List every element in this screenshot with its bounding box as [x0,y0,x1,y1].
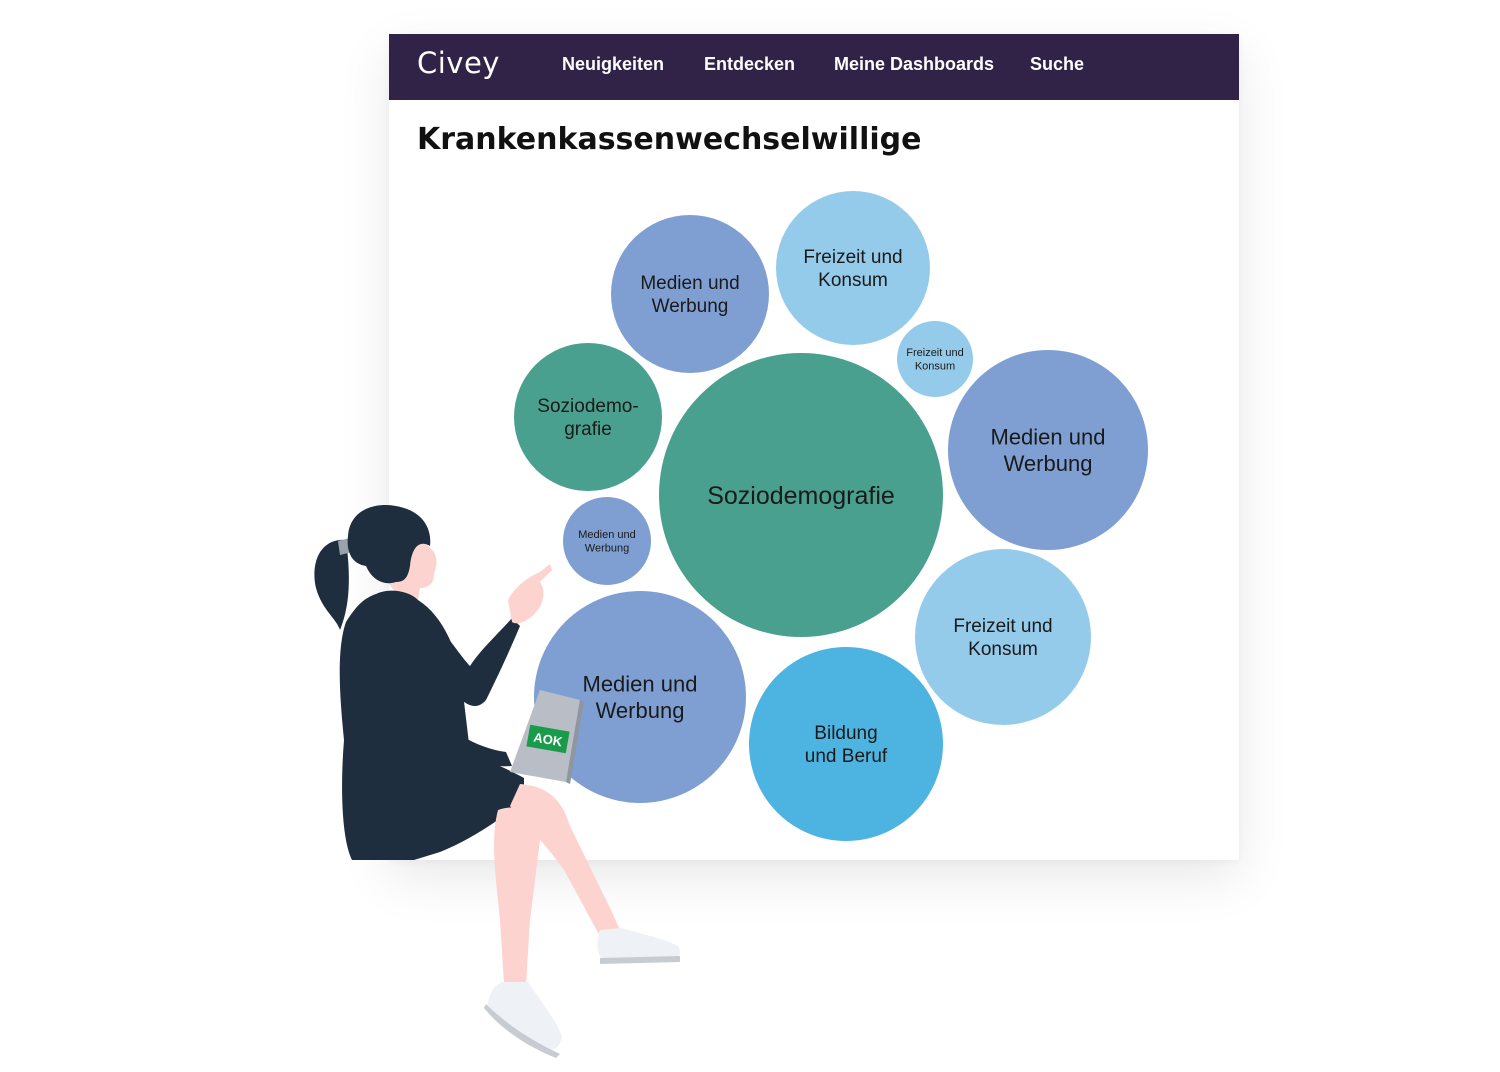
page-title: Krankenkassenwechselwillige [417,122,922,157]
bubble-label: Soziodemografie [707,482,895,510]
shoe-left-sole [484,1004,560,1058]
nav-link-meine-dashboards[interactable]: Meine Dashboards [834,54,995,74]
ponytail-shape [314,539,349,630]
shoe-right-sole [600,956,680,964]
bubble-circle[interactable] [659,353,943,637]
shoe-right-shape [597,928,681,962]
bubble-circle[interactable] [563,497,651,585]
bubble-circle[interactable] [776,191,930,345]
nav-link-entdecken[interactable]: Entdecken [704,54,796,74]
bubble-circle[interactable] [534,591,746,803]
top-navbar: Civey Neuigkeiten Entdecken Meine Dashbo… [389,34,1239,100]
bubble-circle[interactable] [514,343,662,491]
shoe-left-shape [488,982,562,1051]
bubble-label: Soziodemo-grafie [537,396,638,440]
nav-link-suche[interactable]: Suche [1030,54,1085,74]
nav-link-neuigkeiten[interactable]: Neuigkeiten [562,54,665,74]
bubble-circle[interactable] [948,350,1148,550]
bubble-circle[interactable] [915,549,1091,725]
bubble-circle[interactable] [897,321,973,397]
civey-logo[interactable]: Civey [417,46,500,80]
bubble-soziodemografie-0[interactable]: Soziodemografie [659,353,943,637]
hair-tie-shape [338,538,352,555]
bubble-soziodemografie-4[interactable]: Soziodemo-grafie [514,343,662,491]
bubble-circle[interactable] [749,647,943,841]
bubble-circle[interactable] [611,215,769,373]
